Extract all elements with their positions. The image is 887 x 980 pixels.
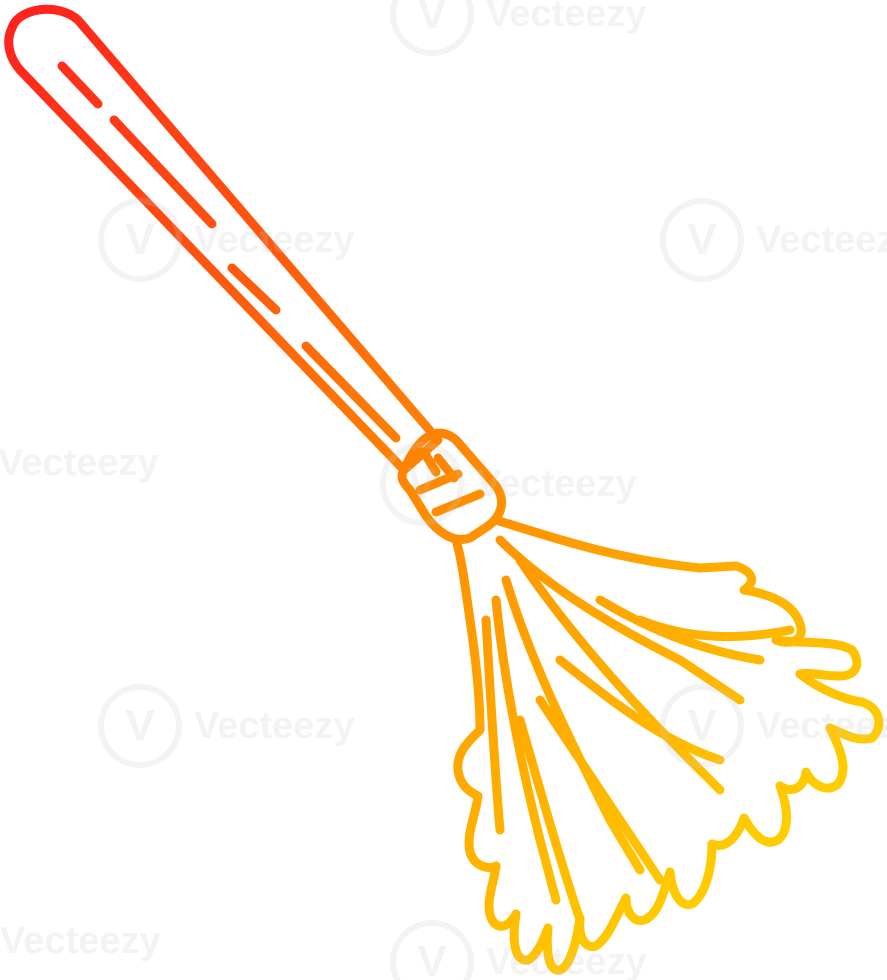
bristle-3	[795, 669, 884, 744]
broom-handle	[4, 4, 443, 475]
bristle-inner-1	[495, 535, 745, 705]
bristle-inner-9	[535, 695, 665, 885]
bristle-inner-10	[515, 715, 585, 925]
bristle-inner-6	[555, 655, 725, 765]
bristle-inner-8	[635, 615, 795, 642]
bristle-9	[484, 861, 533, 965]
handle-grain-4	[301, 341, 401, 443]
bristle-7	[575, 893, 653, 952]
binding-wrap-4	[431, 489, 485, 517]
bristle-inner-5	[481, 615, 505, 835]
bristle-11	[451, 535, 485, 735]
broom-binding	[397, 428, 507, 544]
bristle-10	[453, 725, 501, 872]
bristle-inner-7	[595, 595, 765, 665]
bristle-8	[523, 913, 585, 975]
handle-grain-1	[57, 61, 103, 109]
bristle-inner-4	[491, 595, 561, 905]
binding-wrap-1	[419, 447, 441, 477]
bristle-inner-2	[515, 555, 725, 795]
binding-wrap-3	[415, 469, 463, 495]
handle-grain-2	[109, 115, 217, 229]
bristle-1	[491, 515, 806, 647]
bristle-6	[643, 839, 717, 923]
handle-grain-3	[227, 263, 281, 315]
bristle-5	[707, 781, 791, 850]
bristle-4	[775, 723, 848, 794]
bristle-inner-3	[501, 575, 645, 875]
bristle-2	[771, 635, 862, 681]
